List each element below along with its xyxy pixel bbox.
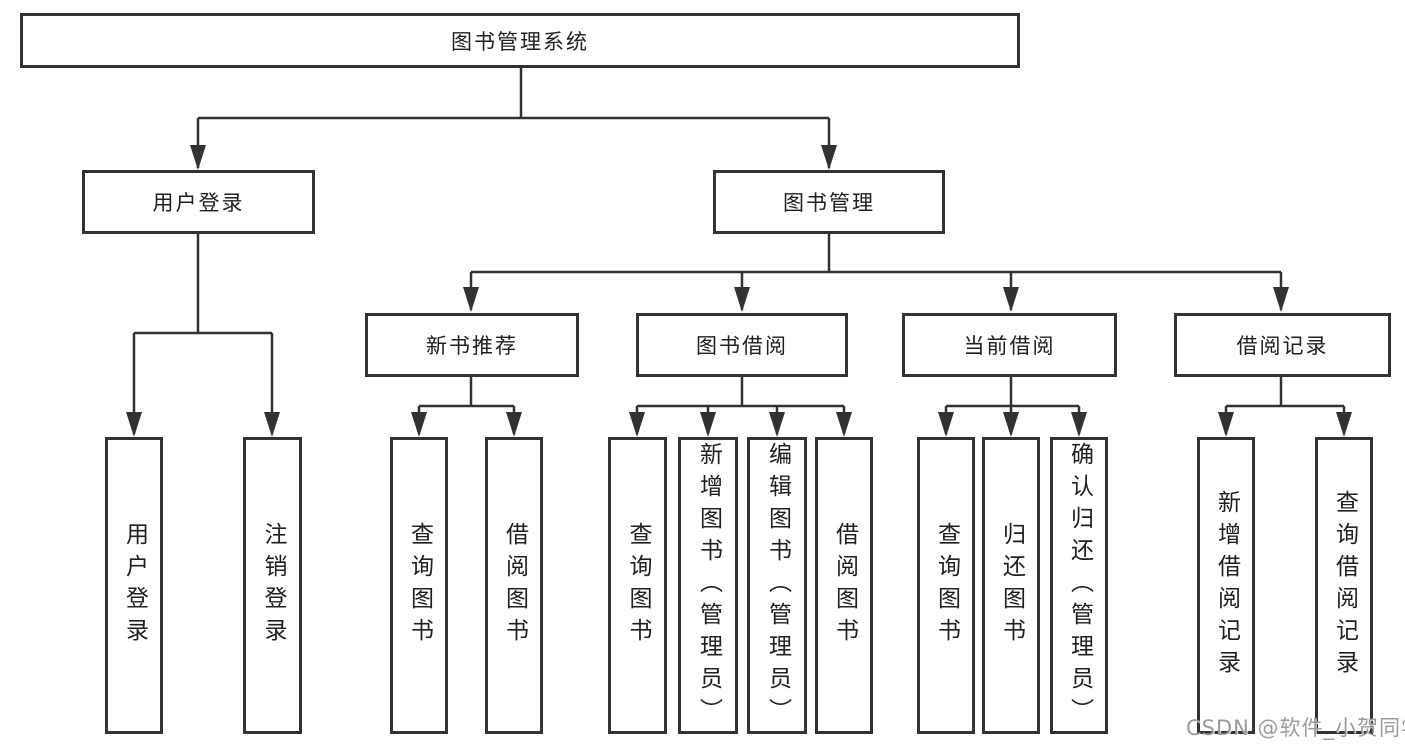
leaf-records-add-borrow-record: 新增借阅记录 bbox=[1197, 437, 1255, 734]
leaf-logout: 注销登录 bbox=[243, 437, 302, 734]
arrowhead-icon bbox=[734, 287, 750, 312]
leaf-user-login: 用户登录 bbox=[105, 437, 163, 734]
arrowhead-icon bbox=[1273, 287, 1289, 312]
leaf-newbook-borrow-books: 借阅图书 bbox=[485, 437, 543, 734]
arrowhead-icon bbox=[700, 412, 716, 437]
arrowhead-icon bbox=[1336, 412, 1352, 437]
arrowhead-icon bbox=[1071, 412, 1087, 437]
leaf-borrow-add-books-admin: 新增图书（管理员） bbox=[678, 437, 738, 734]
leaf-current-confirm-return-admin: 确认归还（管理员） bbox=[1050, 437, 1108, 734]
arrowhead-icon bbox=[629, 412, 645, 437]
arrowhead-icon bbox=[463, 287, 479, 312]
leaf-borrow-edit-books-admin: 编辑图书（管理员） bbox=[747, 437, 807, 734]
leaf-records-query-borrow-record: 查询借阅记录 bbox=[1315, 437, 1373, 734]
arrowhead-icon bbox=[190, 145, 206, 170]
node-book-management: 图书管理 bbox=[713, 170, 945, 234]
arrowhead-icon bbox=[411, 412, 427, 437]
arrowhead-icon bbox=[769, 412, 785, 437]
arrowhead-icon bbox=[821, 145, 837, 170]
arrowhead-icon bbox=[1003, 287, 1019, 312]
leaf-borrow-borrow-books: 借阅图书 bbox=[815, 437, 873, 734]
arrowhead-icon bbox=[1003, 412, 1019, 437]
leaf-current-query-books: 查询图书 bbox=[917, 437, 975, 734]
arrowhead-icon bbox=[126, 412, 142, 437]
arrowhead-icon bbox=[938, 412, 954, 437]
watermark: CSDN @软件_小贺同学 bbox=[1186, 716, 1405, 740]
node-user-login: 用户登录 bbox=[82, 170, 315, 234]
arrowhead-icon bbox=[264, 412, 280, 437]
arrowhead-icon bbox=[836, 412, 852, 437]
leaf-current-return-books: 归还图书 bbox=[982, 437, 1040, 734]
leaf-newbook-query-books: 查询图书 bbox=[390, 437, 448, 734]
node-current-borrow: 当前借阅 bbox=[902, 313, 1117, 377]
arrowheads bbox=[126, 145, 1352, 437]
node-root: 图书管理系统 bbox=[20, 13, 1020, 68]
arrowhead-icon bbox=[1218, 412, 1234, 437]
node-book-borrow: 图书借阅 bbox=[636, 313, 848, 377]
connector-paths bbox=[132, 66, 1346, 434]
leaf-borrow-query-books: 查询图书 bbox=[608, 437, 667, 734]
node-borrow-records: 借阅记录 bbox=[1174, 313, 1391, 377]
arrowhead-icon bbox=[506, 412, 522, 437]
node-new-book-recommend: 新书推荐 bbox=[365, 313, 579, 377]
